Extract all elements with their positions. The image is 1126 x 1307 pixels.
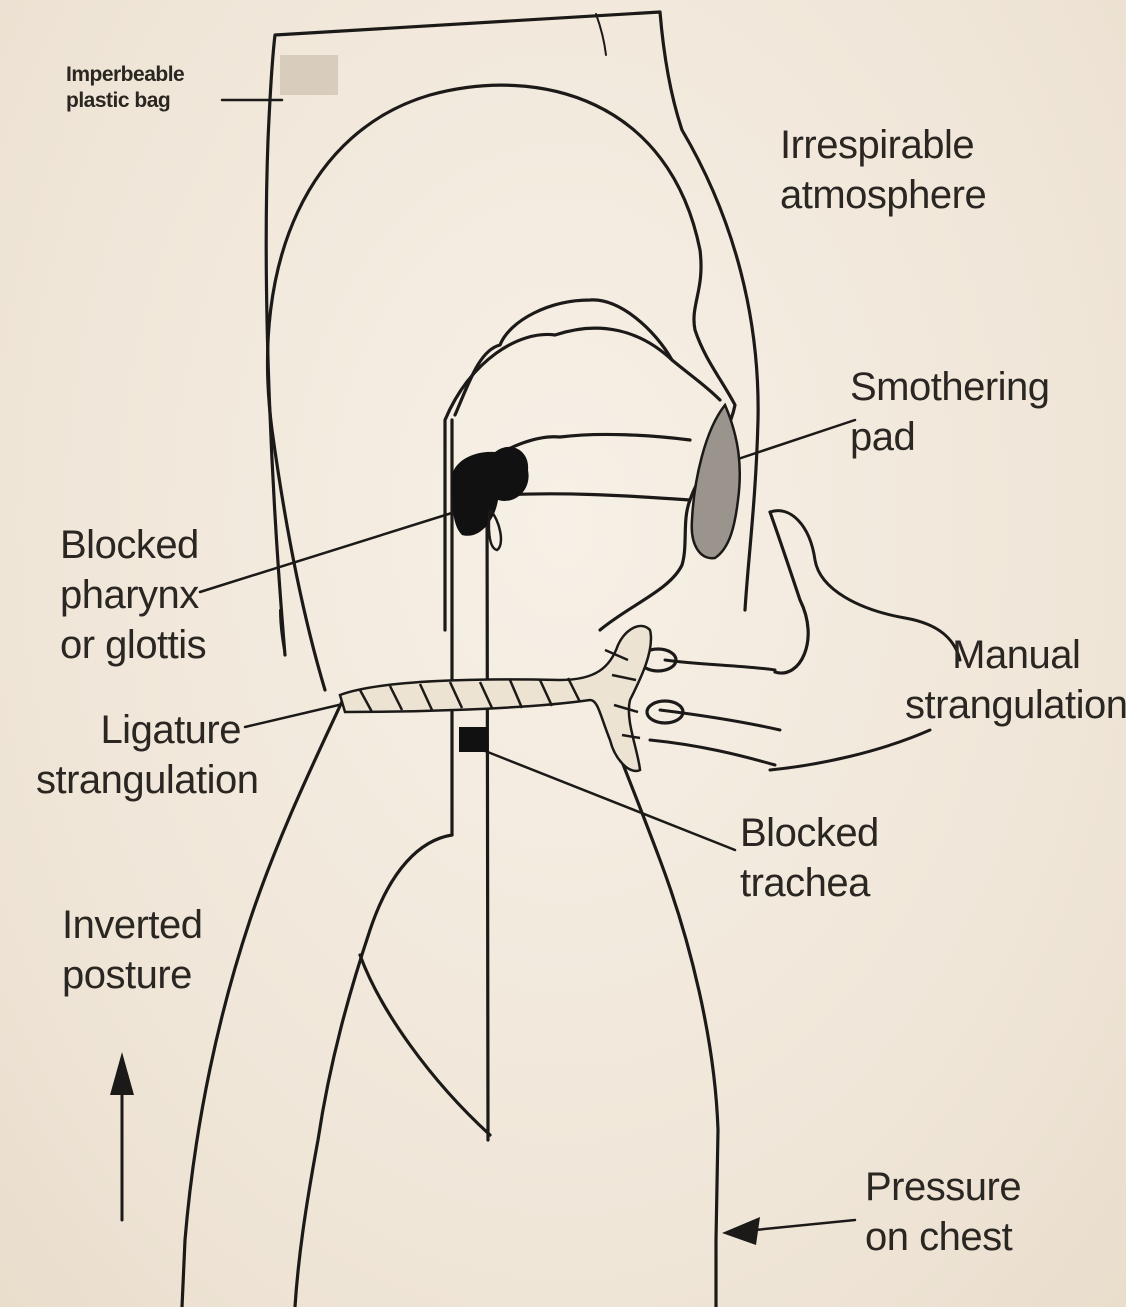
pharynx-wall-front — [487, 480, 488, 1140]
inverted-arrowhead — [110, 1052, 134, 1095]
thumb — [770, 512, 808, 673]
torso-right — [590, 680, 718, 1307]
hand-fingers — [650, 660, 930, 770]
pointer-blocked-pharynx — [200, 512, 455, 592]
pharynx-blockage — [452, 447, 529, 536]
bag-tint-1 — [280, 55, 338, 95]
trachea-blockage — [459, 727, 488, 752]
palate — [455, 300, 672, 415]
pointer-blocked-trachea — [470, 745, 735, 850]
pressure-arrowhead — [722, 1217, 760, 1245]
bag-fold-line — [596, 14, 606, 55]
head-profile — [268, 85, 735, 690]
oral-passage — [500, 494, 690, 500]
ligature-rope — [340, 626, 651, 771]
pointer-smothering-pad — [735, 420, 855, 460]
smothering-pad — [692, 405, 740, 558]
lung-fissure — [360, 955, 490, 1135]
